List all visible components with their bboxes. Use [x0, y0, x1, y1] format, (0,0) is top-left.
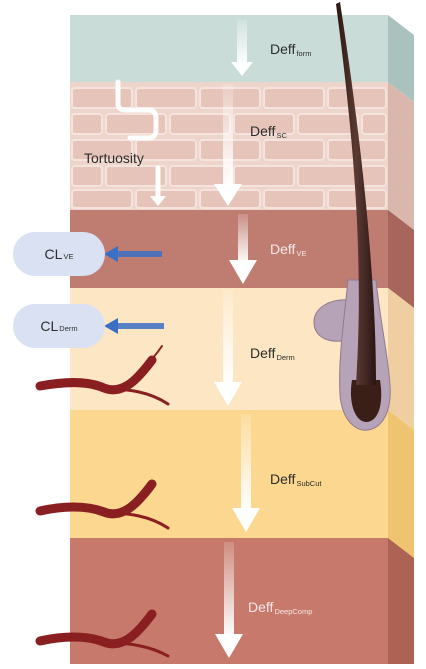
arrow-subcut-shaft: [241, 414, 251, 512]
layer-dermis-side: [388, 288, 414, 430]
arrow-sc-shaft: [223, 84, 233, 188]
arrow-deepcomp-shaft: [224, 542, 234, 638]
arrow-ve-shaft: [238, 214, 248, 264]
label-deff-sc: DeffSC: [250, 124, 287, 138]
tortuosity-label: Tortuosity: [84, 150, 144, 166]
layer-stratum-corneum-side: [388, 82, 414, 230]
arrow-formulation-shaft: [237, 20, 247, 66]
layer-subcutaneous: [70, 410, 388, 538]
label-deff-form: Deffform: [270, 42, 311, 56]
label-deff-ve: DeffVE: [270, 242, 306, 256]
label-deff-deepcomp: DeffDeepComp: [248, 600, 312, 614]
arrow-derm-shaft: [223, 290, 233, 386]
layer-deep-compartment-side: [388, 538, 414, 664]
label-deff-derm: DeffDerm: [250, 346, 295, 360]
layer-subcutaneous-side: [388, 410, 414, 558]
label-deff-subcut: DeffSubCut: [270, 472, 321, 486]
